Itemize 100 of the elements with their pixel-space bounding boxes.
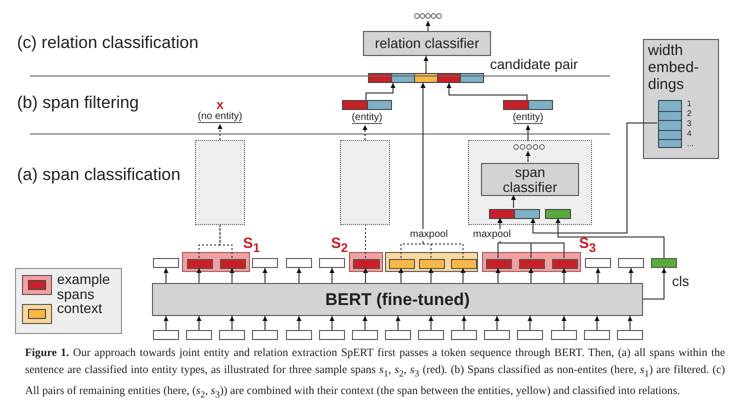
arrow [498, 218, 564, 258]
dotted-arrow [362, 124, 368, 140]
arrow [330, 268, 334, 284]
row-number: 3 [687, 119, 692, 129]
classifier-box: span classifier [481, 163, 579, 196]
token-box [286, 258, 312, 268]
span-label: S$_{1}$ [243, 236, 260, 256]
arrow [460, 268, 466, 284]
row-number: 1 [687, 99, 692, 109]
arrow [446, 82, 528, 100]
token-box [186, 330, 212, 340]
arrow [196, 316, 202, 330]
legend-label: context [57, 301, 104, 316]
dotted-line [365, 224, 366, 258]
dashed-panel [195, 140, 245, 225]
arrow [462, 316, 466, 330]
dashed-panel [468, 140, 592, 225]
arrow [556, 218, 664, 258]
token-box [585, 258, 611, 268]
token-box [352, 330, 378, 340]
arrow [230, 268, 234, 284]
cross-mark: x [216, 98, 224, 111]
arrow [562, 268, 566, 284]
arrow [562, 316, 566, 330]
arrow [230, 316, 234, 330]
encoder-box: BERT (fine-tuned) [152, 283, 643, 316]
arrow [496, 268, 500, 284]
token-box [617, 330, 643, 340]
panel-title: width embed- dings [648, 42, 700, 93]
span-label: S$_{3}$ [579, 236, 596, 256]
dotted-arrow [218, 124, 222, 140]
token-box [219, 330, 245, 340]
dotted-line [198, 224, 220, 258]
token-box [319, 330, 345, 340]
token-box [517, 330, 543, 340]
dotted-arrow [400, 82, 426, 258]
arrow [426, 20, 430, 32]
span-group [385, 252, 478, 272]
token-box [486, 259, 512, 269]
arrow [398, 268, 404, 284]
arrow [262, 316, 268, 330]
arrow [526, 124, 530, 142]
arrow [363, 268, 368, 284]
arrow [164, 316, 168, 330]
arrow [296, 316, 302, 330]
token-box [385, 330, 411, 340]
stage-label: (b) span filtering [17, 93, 140, 113]
token-box [651, 258, 677, 268]
stage-label: (c) relation classification [17, 33, 200, 53]
arrow [330, 316, 334, 330]
token-box [153, 330, 179, 340]
token-box [187, 259, 213, 269]
row-number: 4 [687, 129, 692, 139]
token-box [584, 330, 610, 340]
token-box [451, 259, 477, 269]
arrow [494, 316, 500, 330]
token-box [220, 259, 246, 269]
token-box [353, 259, 380, 269]
token-box [519, 259, 545, 269]
arrow [528, 316, 532, 330]
arrow [428, 316, 434, 330]
arrow [262, 268, 268, 284]
span-label: S$_{2}$ [331, 236, 348, 256]
dotted-line [220, 224, 232, 258]
token-box [618, 258, 644, 268]
entity-label: (entity) [512, 112, 544, 124]
row-number: ... [687, 139, 694, 149]
arrow [528, 268, 534, 284]
arrow [628, 316, 632, 330]
token-box [252, 330, 278, 340]
operation-label: maxpool [472, 229, 512, 241]
arrow [296, 268, 302, 284]
arrow [596, 268, 600, 284]
stage-label: (a) span classification [17, 165, 182, 185]
figure-caption: Figure 1. Our approach towards joint entity and relation extraction SpERT first passes a token sequence through BERT. Then, (a) all spans within the sentence are classified into entity types, as illustrated for three sample spans s$_{1}$, s$_{2}$, s$_{3}$ (red). (b) Spans classified as non-entites (here, s$_{1}$) are filtered. (c) All pairs of remaining entities (here, (s$_{2}$, s$_{3}$)) are combined with their context (the span between the entities, yellow) and classified into relations. [25, 346, 725, 402]
arrow [428, 268, 434, 284]
token-box [286, 330, 312, 340]
arrow [424, 56, 428, 74]
side-label: candidate pair [490, 56, 578, 72]
token-box [551, 330, 577, 340]
classifier-box: relation classifier [363, 31, 491, 56]
entity-label: (entity) [352, 112, 382, 124]
token-box [484, 330, 510, 340]
arrow [530, 122, 658, 234]
token-box [153, 258, 179, 268]
arrow [362, 316, 368, 330]
token-box [252, 258, 278, 268]
operation-label: maxpool [409, 229, 449, 241]
side-label: cls [672, 273, 690, 289]
arrow [642, 268, 666, 300]
dashed-panel [340, 140, 390, 225]
token-box [552, 259, 578, 269]
token-box [418, 330, 444, 340]
arrow [511, 194, 516, 208]
arrow [164, 268, 168, 284]
token-box [419, 259, 445, 269]
arrow [366, 82, 396, 100]
arrow [526, 150, 530, 162]
arrow [628, 268, 634, 284]
arrow [196, 268, 202, 284]
